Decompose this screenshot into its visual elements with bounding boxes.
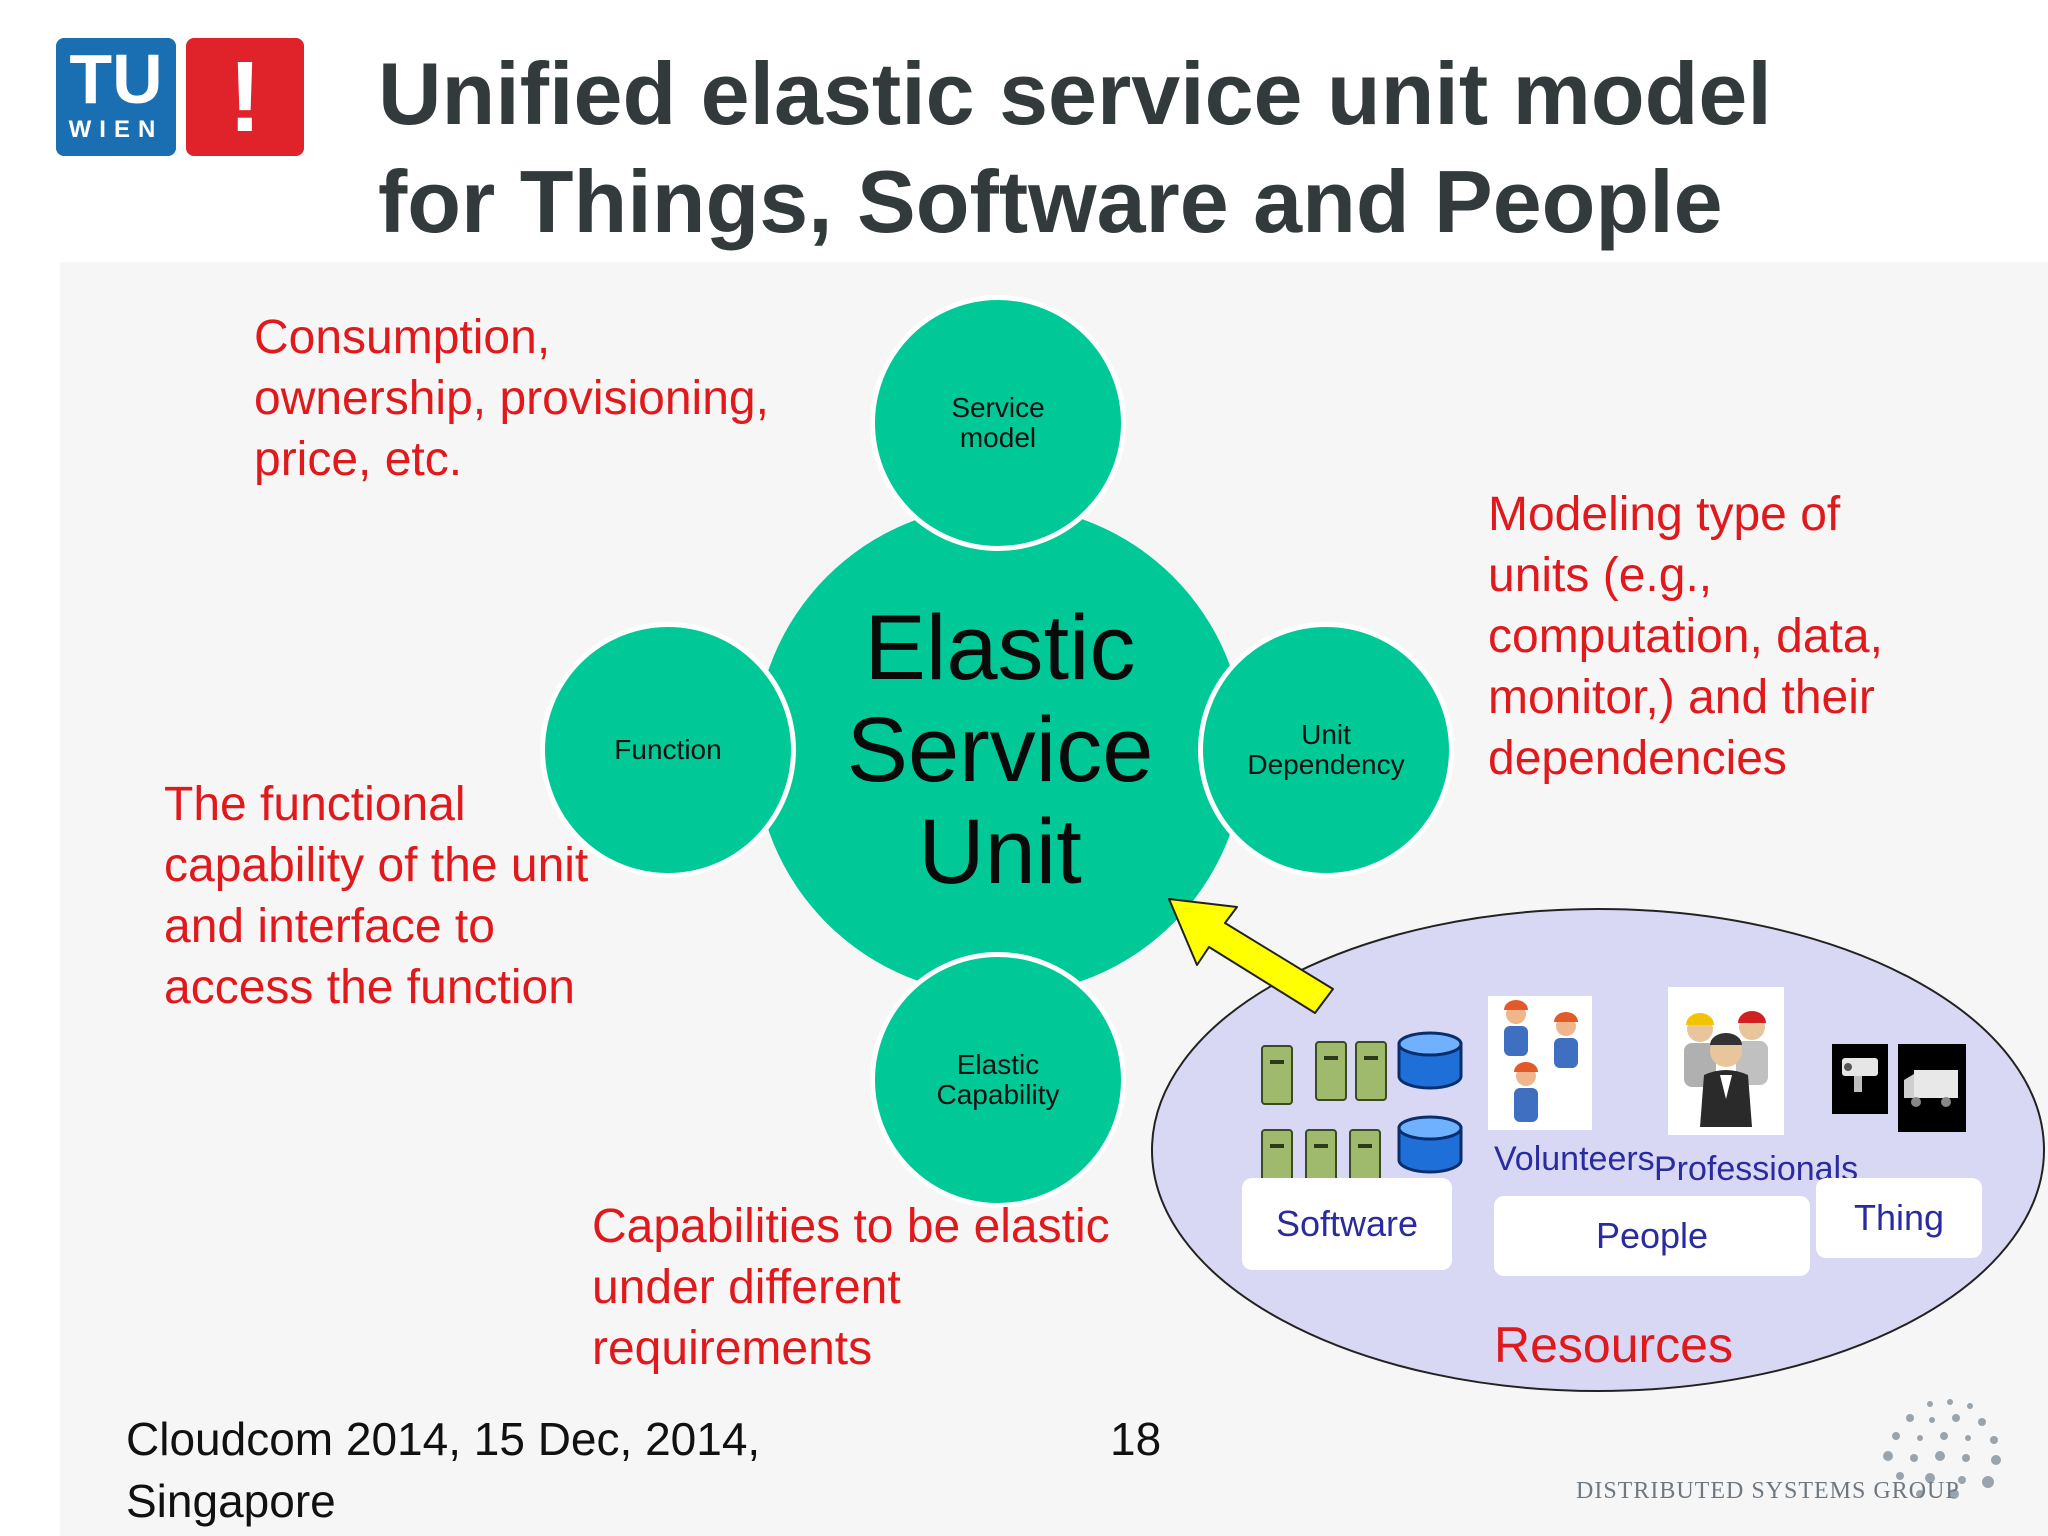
- software-label: Software: [1275, 1203, 1419, 1244]
- annotation-line: Capabilities to be elastic: [592, 1200, 1110, 1253]
- center-line-2: Service: [846, 699, 1154, 801]
- function-label: Function: [614, 734, 722, 765]
- resources-title: Resources: [1494, 1317, 1733, 1373]
- annotation-line: and interface to: [164, 900, 495, 953]
- annotation-line: The functional: [164, 778, 466, 831]
- footer-line-2: Singapore: [126, 1475, 336, 1527]
- annotation-line: requirements: [592, 1322, 873, 1375]
- elastic-capability-line-1: Elastic: [956, 1049, 1040, 1080]
- tu-logo-exclamation: !: [228, 41, 262, 153]
- database-icon-bottom: [1397, 1115, 1463, 1174]
- service-model-line-1: Service: [951, 392, 1045, 423]
- annotation-elastic-capability: Capabilities to be elastic under differe…: [592, 1196, 1212, 1379]
- annotation-line: under different: [592, 1261, 901, 1314]
- volunteers-icon: [1488, 996, 1592, 1130]
- function-circle: Function: [540, 622, 796, 878]
- truck-icon: [1898, 1044, 1966, 1132]
- annotation-function: The functional capability of the unit an…: [164, 774, 724, 1018]
- tu-logo-red-box: !: [186, 38, 304, 156]
- tu-logo-letters: TU: [69, 40, 163, 118]
- center-line-1: Elastic: [864, 597, 1136, 699]
- slide-title: Unified elastic service unit model for T…: [378, 40, 2028, 256]
- tu-logo-blue-box: TU WIEN: [56, 38, 176, 156]
- annotation-line: monitor,) and their: [1488, 671, 1875, 724]
- page-number: 18: [1110, 1413, 1162, 1465]
- center-line-3: Unit: [918, 801, 1082, 903]
- service-model-line-2: model: [959, 422, 1037, 453]
- tu-logo-sub: WIEN: [68, 116, 164, 143]
- title-line-2: for Things, Software and People: [378, 152, 1723, 251]
- people-label: People: [1595, 1215, 1709, 1256]
- annotation-line: units (e.g.,: [1488, 549, 1713, 602]
- annotation-line: dependencies: [1488, 732, 1787, 785]
- annotation-line: Modeling type of: [1488, 488, 1841, 541]
- yellow-arrow: [1168, 898, 1334, 1014]
- database-icon-top: [1397, 1031, 1463, 1090]
- professionals-icon: [1668, 987, 1784, 1135]
- unit-dependency-line-2: Dependency: [1247, 749, 1405, 780]
- annotation-line: Consumption,: [254, 311, 551, 364]
- camera-icon: [1832, 1044, 1888, 1114]
- title-line-1: Unified elastic service unit model: [378, 44, 1772, 143]
- annotation-line: ownership, provisioning,: [254, 372, 769, 425]
- people-box: People: [1494, 1196, 1810, 1276]
- footer-venue: Cloudcom 2014, 15 Dec, 2014, Singapore: [126, 1408, 886, 1532]
- volunteers-label: Volunteers: [1494, 1140, 1655, 1178]
- resources-ellipse: [1151, 908, 2045, 1392]
- thing-label: Thing: [1853, 1197, 1945, 1238]
- tu-wien-logo: TU WIEN !: [56, 38, 306, 158]
- unit-dependency-circle: Unit Dependency: [1198, 622, 1454, 878]
- elastic-capability-line-2: Capability: [936, 1079, 1060, 1110]
- elastic-service-unit-circle: Elastic Service Unit: [755, 505, 1245, 995]
- annotation-line: price, etc.: [254, 433, 463, 486]
- annotation-service-model: Consumption, ownership, provisioning, pr…: [254, 307, 874, 490]
- dsg-wordmark: DISTRIBUTED SYSTEMS GROUP: [1576, 1478, 1960, 1504]
- server-icon-group-top: [1261, 1041, 1387, 1105]
- annotation-line: access the function: [164, 961, 575, 1014]
- footer-line-1: Cloudcom 2014, 15 Dec, 2014,: [126, 1413, 761, 1465]
- annotation-line: capability of the unit: [164, 839, 589, 892]
- software-box: Software: [1242, 1178, 1452, 1270]
- unit-dependency-line-1: Unit: [1301, 719, 1351, 750]
- dsg-dots-logo: [1883, 1399, 2001, 1499]
- annotation-unit-dependency: Modeling type of units (e.g., computatio…: [1488, 484, 2008, 789]
- annotation-line: computation, data,: [1488, 610, 1883, 663]
- server-icon-group-bottom: [1261, 1129, 1381, 1187]
- elastic-capability-circle: Elastic Capability: [870, 952, 1126, 1208]
- service-model-circle: Service model: [870, 295, 1126, 551]
- thing-box: Thing: [1816, 1178, 1982, 1258]
